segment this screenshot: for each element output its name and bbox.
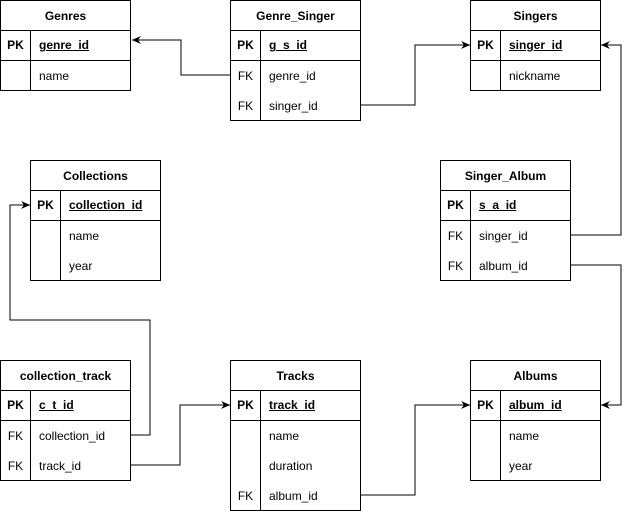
field-name: album_id (479, 259, 528, 273)
field-name: singer_id (509, 38, 563, 52)
table-row-year[interactable]: year (31, 251, 160, 281)
key-badge: FK (231, 91, 261, 121)
table-singers[interactable]: Singers PK singer_id nickname (470, 0, 601, 91)
table-row-g-s-id[interactable]: PK g_s_id (231, 31, 360, 61)
connector-collection-track-to-collections (9, 201, 151, 436)
table-tracks[interactable]: Tracks PK track_id name duration FK albu… (230, 360, 361, 511)
table-row-track-id[interactable]: FK track_id (1, 451, 130, 481)
key-badge: PK (1, 391, 31, 420)
key-badge (471, 421, 501, 451)
table-row-name[interactable]: name (471, 421, 600, 451)
key-badge: PK (231, 391, 261, 420)
table-row-name[interactable]: name (1, 61, 130, 91)
table-title: Genres (1, 1, 130, 31)
field-name: g_s_id (269, 38, 308, 52)
key-badge: PK (1, 31, 31, 60)
connector-genre-singer-to-singers (360, 41, 470, 106)
table-genres[interactable]: Genres PK genre_id name (0, 0, 131, 91)
key-badge: FK (1, 451, 31, 481)
field-name: s_a_id (479, 198, 517, 212)
table-row-name[interactable]: name (31, 221, 160, 251)
field-name: album_id (269, 489, 318, 503)
field-name: collection_id (39, 429, 106, 443)
connector-genre-singer-to-genres (132, 36, 230, 76)
table-row-album-id[interactable]: FK album_id (441, 251, 570, 281)
key-badge (471, 61, 501, 91)
field-name: duration (269, 459, 313, 473)
key-badge (231, 421, 261, 451)
table-title: Genre_Singer (231, 1, 360, 31)
key-badge: FK (1, 421, 31, 451)
key-badge (231, 451, 261, 481)
table-title: collection_track (1, 361, 130, 391)
table-collections[interactable]: Collections PK collection_id name year (30, 160, 161, 281)
table-title: Albums (471, 361, 600, 391)
field-name: nickname (509, 69, 561, 83)
table-title: Singers (471, 1, 600, 31)
key-badge: PK (31, 191, 61, 220)
key-badge: FK (441, 251, 471, 281)
table-row-album-id[interactable]: FK album_id (231, 481, 360, 511)
field-name: track_id (39, 459, 82, 473)
key-badge (1, 61, 31, 91)
field-name: singer_id (269, 99, 318, 113)
field-name: c_t_id (39, 398, 74, 412)
table-collection-track[interactable]: collection_track PK c_t_id FK collection… (0, 360, 131, 481)
table-row-s-a-id[interactable]: PK s_a_id (441, 191, 570, 221)
field-name: genre_id (269, 69, 316, 83)
field-name: album_id (509, 398, 562, 412)
key-badge (31, 221, 61, 251)
table-row-duration[interactable]: duration (231, 451, 360, 481)
connector-tracks-to-albums (360, 401, 470, 496)
connector-singer-album-to-singers (570, 41, 622, 236)
field-name: name (69, 229, 100, 243)
table-row-name[interactable]: name (231, 421, 360, 451)
key-badge: PK (231, 31, 261, 60)
table-row-singer-id[interactable]: FK singer_id (231, 91, 360, 121)
key-badge (471, 451, 501, 481)
table-row-collection-id[interactable]: FK collection_id (1, 421, 130, 451)
table-albums[interactable]: Albums PK album_id name year (470, 360, 601, 481)
table-row-track-id[interactable]: PK track_id (231, 391, 360, 421)
table-row-genre-id[interactable]: FK genre_id (231, 61, 360, 91)
table-title: Tracks (231, 361, 360, 391)
table-title: Singer_Album (441, 161, 570, 191)
field-name: collection_id (69, 198, 143, 212)
field-name: track_id (269, 398, 316, 412)
field-name: genre_id (39, 38, 90, 52)
table-row-collection-id[interactable]: PK collection_id (31, 191, 160, 221)
table-row-album-id[interactable]: PK album_id (471, 391, 600, 421)
field-name: singer_id (479, 229, 528, 243)
table-row-genre-id[interactable]: PK genre_id (1, 31, 130, 61)
key-badge: FK (441, 221, 471, 251)
table-singer-album[interactable]: Singer_Album PK s_a_id FK singer_id FK a… (440, 160, 571, 281)
key-badge: PK (471, 31, 501, 60)
table-row-singer-id[interactable]: PK singer_id (471, 31, 600, 61)
key-badge: FK (231, 61, 261, 91)
table-genre-singer[interactable]: Genre_Singer PK g_s_id FK genre_id FK si… (230, 0, 361, 121)
table-row-nickname[interactable]: nickname (471, 61, 600, 91)
table-row-c-t-id[interactable]: PK c_t_id (1, 391, 130, 421)
connector-singer-album-to-albums (570, 264, 622, 409)
field-name: name (39, 69, 70, 83)
key-badge (31, 251, 61, 281)
field-name: name (269, 429, 300, 443)
field-name: name (509, 429, 540, 443)
connector-collection-track-to-tracks (130, 401, 230, 466)
field-name: year (69, 259, 93, 273)
key-badge: PK (471, 391, 501, 420)
table-title: Collections (31, 161, 160, 191)
key-badge: FK (231, 481, 261, 511)
field-name: year (509, 459, 533, 473)
table-row-year[interactable]: year (471, 451, 600, 481)
table-row-singer-id[interactable]: FK singer_id (441, 221, 570, 251)
key-badge: PK (441, 191, 471, 220)
